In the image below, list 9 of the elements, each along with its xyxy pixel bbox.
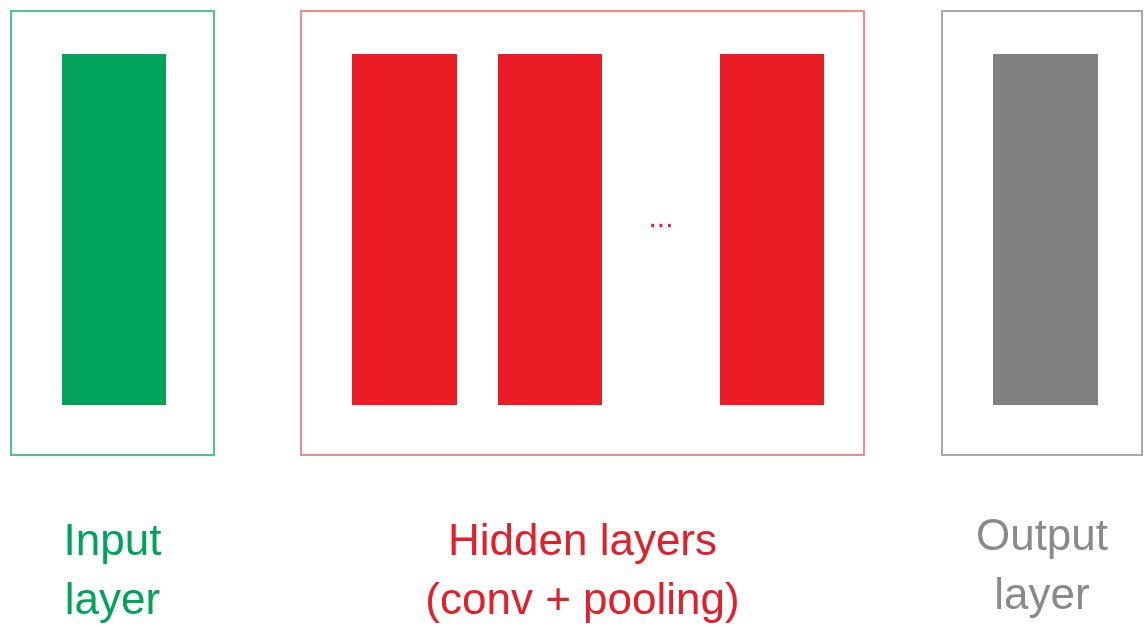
layer-bar: [498, 54, 602, 405]
layer-bar: [993, 54, 1098, 405]
layer-label: Hidden layers (conv + pooling): [424, 514, 741, 625]
layer-label: Output layer: [974, 509, 1110, 620]
layer-bar: [352, 54, 457, 405]
layer-bar: [62, 54, 166, 405]
layer-label: Input layer: [62, 514, 163, 625]
ellipsis-label: ...: [647, 200, 675, 234]
layer-bar: [720, 54, 824, 405]
